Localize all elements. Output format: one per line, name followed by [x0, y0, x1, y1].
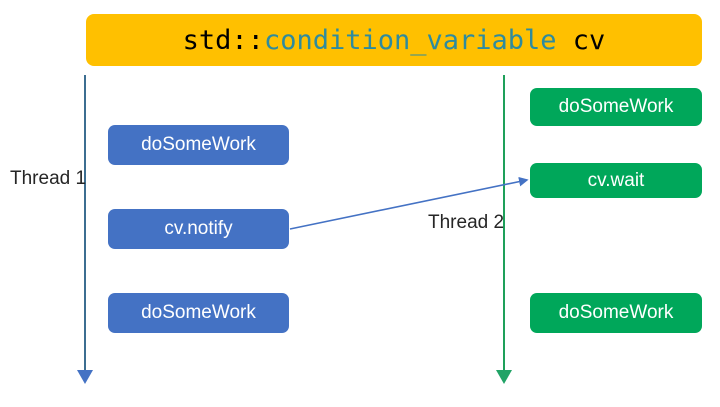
thread-1-box-do-some-work-1[interactable]: doSomeWork	[108, 125, 289, 165]
thread-2-box-do-some-work-2[interactable]: doSomeWork	[530, 293, 702, 333]
title-type-name: condition_variable	[263, 24, 557, 56]
thread-1-box-cv-notify-label: cv.notify	[164, 218, 233, 239]
title-suffix: cv	[556, 24, 606, 56]
thread-1-lifeline	[84, 75, 86, 372]
title-text: std::condition_variable cv	[183, 27, 606, 54]
thread-2-box-cv-wait-label: cv.wait	[587, 169, 645, 191]
thread-1-box-do-some-work-1-label: doSomeWork	[141, 134, 256, 155]
thread-1-box-cv-notify[interactable]: cv.notify	[108, 209, 289, 249]
thread-1-box-do-some-work-2[interactable]: doSomeWork	[108, 293, 289, 333]
thread-1-label: Thread 1	[10, 168, 87, 189]
thread-2-box-cv-wait[interactable]: cv.wait	[530, 163, 702, 198]
thread-1-box-do-some-work-2-label: doSomeWork	[141, 302, 256, 323]
thread-2-box-do-some-work-2-label: doSomeWork	[558, 302, 674, 323]
title-prefix: std::	[182, 24, 264, 56]
thread-2-box-do-some-work-1-label: doSomeWork	[558, 96, 674, 117]
title-banner: std::condition_variable cv	[86, 14, 702, 66]
thread-2-label: Thread 2	[428, 212, 505, 233]
thread-1-lifeline-arrowhead-icon	[77, 370, 93, 384]
thread-2-box-do-some-work-1[interactable]: doSomeWork	[530, 88, 702, 126]
thread-2-lifeline-arrowhead-icon	[496, 370, 512, 384]
